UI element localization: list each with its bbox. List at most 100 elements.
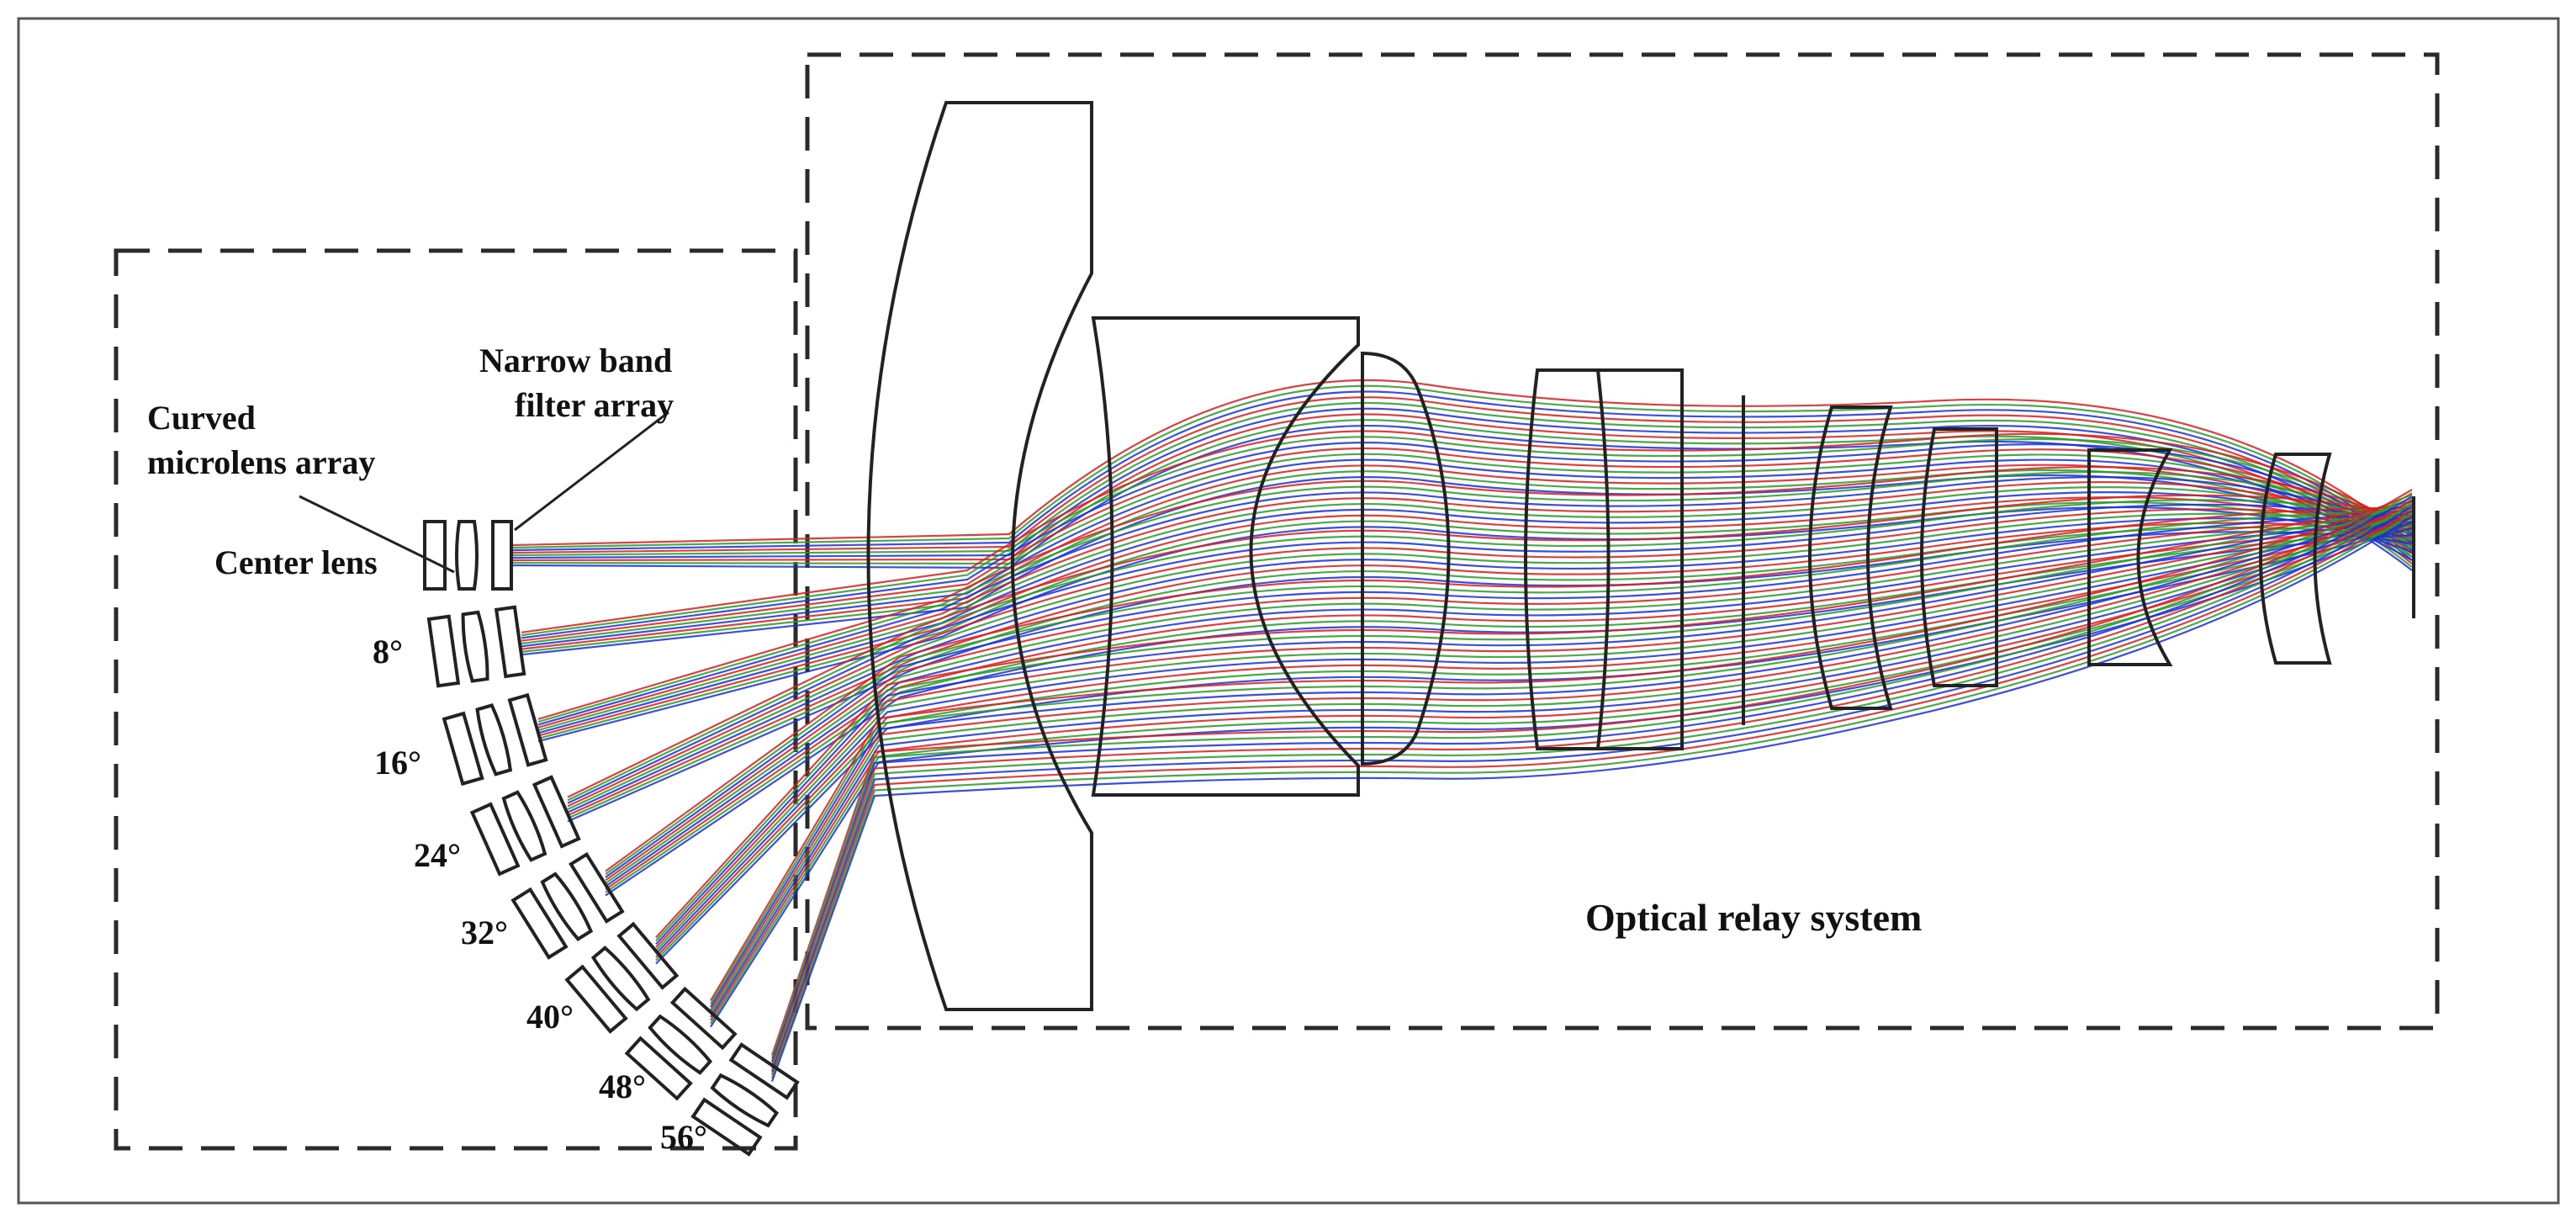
ray — [710, 496, 2413, 1004]
ray — [770, 495, 2413, 1062]
ray — [567, 508, 2413, 808]
microlens — [442, 711, 484, 787]
curved-microlens — [501, 790, 547, 862]
relay-lenses — [866, 101, 2415, 1011]
microlens — [469, 802, 521, 877]
microlens-group — [510, 851, 625, 960]
ray — [655, 513, 2413, 951]
filter-element — [494, 605, 526, 679]
label-narrow-band: Narrow band — [479, 342, 672, 379]
figure-frame — [17, 17, 2560, 1205]
ray — [770, 512, 2413, 1079]
ray-bundle — [770, 489, 2413, 1082]
microlens — [510, 887, 569, 960]
ray — [567, 499, 2413, 802]
ray — [710, 503, 2413, 1011]
center-lens-group — [423, 520, 513, 591]
ray — [770, 502, 2413, 1069]
ray — [537, 466, 2413, 720]
microlens-groups — [423, 520, 800, 1157]
label-curved: Curved — [147, 399, 256, 437]
curved-microlens — [461, 610, 489, 683]
microlens — [690, 1097, 763, 1157]
ray — [537, 471, 2413, 723]
relay-lens-3 — [1361, 351, 1451, 766]
ray — [512, 390, 2413, 552]
curved-microlens — [590, 946, 651, 1012]
ray — [512, 413, 2413, 564]
ray — [770, 516, 2413, 1082]
ray — [605, 517, 2413, 882]
ray — [567, 494, 2413, 798]
relay-lens-4 — [1524, 368, 1684, 750]
filter-element — [728, 1042, 800, 1100]
ray — [605, 527, 2413, 891]
ray — [770, 509, 2413, 1076]
microlens-group — [469, 775, 581, 877]
ray — [770, 499, 2413, 1066]
ray — [605, 513, 2413, 878]
angle-label-16: 16° — [374, 744, 421, 782]
curved-microlens — [710, 1073, 780, 1128]
ray — [567, 503, 2413, 804]
microlens-group — [426, 605, 526, 688]
ray-bundle — [512, 379, 2413, 571]
ray — [537, 476, 2413, 726]
angle-label-24: 24° — [414, 836, 461, 874]
microlens-group — [690, 1042, 800, 1157]
ray — [710, 493, 2413, 1001]
ray — [655, 500, 2413, 939]
leader-narrow-band — [514, 411, 669, 532]
ray-bundles — [512, 379, 2413, 1082]
ray — [512, 384, 2413, 549]
ray — [605, 530, 2413, 893]
angle-labels: 8° 16° 24° 32° 40° 48° 56° — [373, 633, 707, 1156]
ray — [710, 517, 2413, 1025]
ray — [655, 506, 2413, 945]
ray — [537, 481, 2413, 729]
relay-lens-5 — [1808, 405, 1893, 710]
label-filter-array: filter array — [515, 386, 674, 424]
ray — [537, 486, 2413, 732]
label-center-lens: Center lens — [214, 543, 378, 581]
ray — [567, 512, 2413, 810]
relay-lens-7 — [2087, 448, 2173, 666]
ray — [521, 430, 2413, 633]
angle-label-8: 8° — [373, 633, 403, 670]
angle-label-56: 56° — [660, 1118, 707, 1156]
filter-element — [669, 986, 738, 1051]
relay-lens-6 — [1920, 427, 1998, 687]
microlens — [624, 1036, 693, 1101]
ray — [521, 436, 2413, 637]
microlens — [426, 614, 461, 688]
microlens-group — [442, 692, 548, 787]
relay-lens-1 — [866, 101, 1093, 1011]
label-optical-relay-system: Optical relay system — [1585, 896, 1922, 939]
ray — [770, 489, 2413, 1056]
ray — [605, 520, 2413, 884]
curved-microlens — [475, 703, 513, 776]
ray — [521, 447, 2413, 642]
ray — [605, 523, 2413, 888]
relay-lens-4-interface — [1596, 369, 1611, 750]
filter-element — [507, 692, 548, 767]
ray — [605, 510, 2413, 876]
microlens — [564, 964, 628, 1034]
ray — [512, 419, 2413, 568]
angle-label-40: 40° — [526, 998, 574, 1036]
relay-lens-2 — [1091, 316, 1360, 797]
curved-microlens — [648, 1014, 713, 1075]
ray — [770, 492, 2413, 1059]
ray — [655, 510, 2413, 948]
ray — [512, 396, 2413, 554]
ray — [710, 510, 2413, 1018]
ray — [655, 503, 2413, 942]
ray — [710, 513, 2413, 1021]
microlens — [423, 520, 447, 591]
microlens-group — [624, 986, 738, 1101]
angle-label-32: 32° — [461, 914, 508, 951]
angle-label-48: 48° — [599, 1068, 646, 1105]
filter-element — [616, 921, 680, 990]
ray — [710, 506, 2413, 1015]
microlens-group — [564, 921, 680, 1034]
